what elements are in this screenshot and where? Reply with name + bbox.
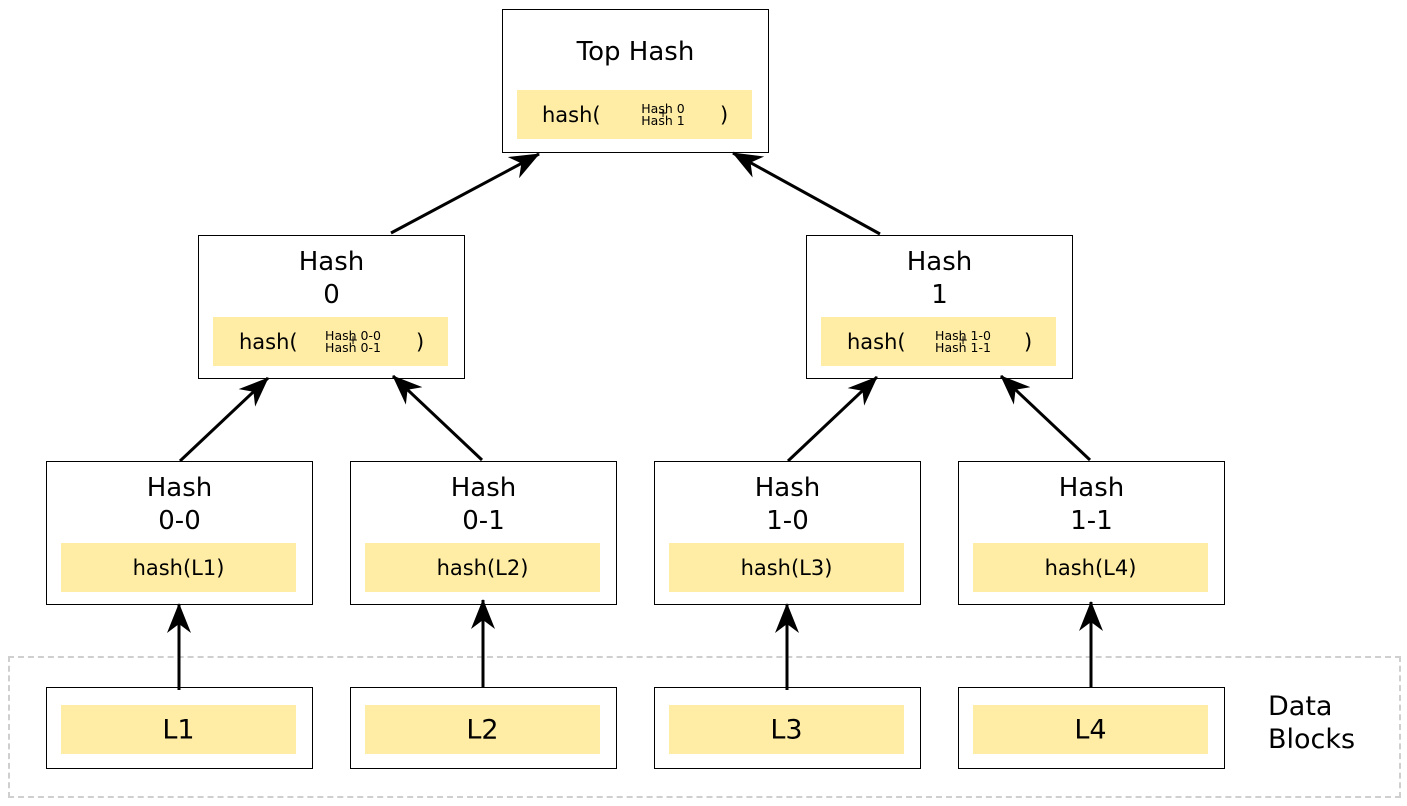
top-hash-operand-b: Hash 1 xyxy=(641,112,685,128)
hash-1-formula: hash( Hash 1-0 + Hash 1-1 ) xyxy=(821,317,1056,366)
arrow-hash-1-0-to-hash-1 xyxy=(786,375,879,463)
hash-1-1-formula: hash(L4) xyxy=(973,543,1208,592)
hash-1-1-title-line2: 1-1 xyxy=(1070,506,1113,536)
data-block-l4: L4 xyxy=(958,687,1225,769)
hash-0-node: Hash 0 hash( Hash 0-0 + Hash 0-1 ) xyxy=(198,235,465,379)
top-hash-formula: hash( Hash 0 + Hash 1 ) xyxy=(517,90,752,139)
data-block-l3-label: L3 xyxy=(770,714,803,745)
hash-0-0-title-line2: 0-0 xyxy=(158,506,201,536)
data-block-l1: L1 xyxy=(46,687,313,769)
hash-1-1-title-line1: Hash xyxy=(1058,473,1125,503)
arrow-hash-0-to-top-hash xyxy=(390,152,540,235)
hash-0-operand-b: Hash 0-1 xyxy=(325,339,381,355)
hash-1-title-line1: Hash xyxy=(906,247,973,277)
data-block-l4-label: L4 xyxy=(1074,714,1107,745)
arrow-hash-1-1-to-hash-1 xyxy=(999,374,1092,462)
hash-1-0-formula: hash(L3) xyxy=(669,543,904,592)
hash-0-1-title-line2: 0-1 xyxy=(462,506,505,536)
top-hash-operand-a: Hash 0 xyxy=(641,100,685,116)
data-blocks-label-line2: Blocks xyxy=(1268,724,1356,755)
hash-0-1-node: Hash 0-1 hash(L2) xyxy=(350,461,617,605)
data-blocks-label: Data Blocks xyxy=(1268,690,1355,756)
hash-0-operands: Hash 0-0 + Hash 0-1 xyxy=(317,327,389,355)
hash-1-0-title-line2: 1-0 xyxy=(766,506,809,536)
data-block-l2: L2 xyxy=(350,687,617,769)
hash-0-1-title-line1: Hash xyxy=(450,473,517,503)
data-blocks-label-line1: Data xyxy=(1268,691,1333,722)
hash-0-1-formula-text: hash(L2) xyxy=(436,555,529,580)
arrow-hash-1-to-top-hash xyxy=(732,151,881,236)
data-block-l4-fill: L4 xyxy=(973,705,1208,754)
data-block-l3: L3 xyxy=(654,687,921,769)
hash-1-close: ) xyxy=(1024,329,1033,354)
hash-0-1-formula: hash(L2) xyxy=(365,543,600,592)
hash-1-1-node: Hash 1-1 hash(L4) xyxy=(958,461,1225,605)
data-block-l2-label: L2 xyxy=(466,714,499,745)
data-block-l1-label: L1 xyxy=(162,714,195,745)
top-hash-node: Top Hash hash( Hash 0 + Hash 1 ) xyxy=(502,9,769,153)
hash-1-operands: Hash 1-0 + Hash 1-1 xyxy=(927,327,999,355)
hash-1-0-node: Hash 1-0 hash(L3) xyxy=(654,461,921,605)
arrow-hash-0-0-to-hash-0 xyxy=(178,376,270,463)
hash-0-0-formula: hash(L1) xyxy=(61,543,296,592)
hash-1-fn: hash( xyxy=(847,329,906,354)
hash-1-0-title-line1: Hash xyxy=(754,473,821,503)
hash-1-1-formula-text: hash(L4) xyxy=(1044,555,1137,580)
hash-0-title-line2: 0 xyxy=(323,280,340,310)
hash-0-0-node: Hash 0-0 hash(L1) xyxy=(46,461,313,605)
hash-0-operand-a: Hash 0-0 xyxy=(325,327,381,343)
hash-0-close: ) xyxy=(416,329,425,354)
top-hash-fn: hash( xyxy=(542,102,601,127)
hash-1-title-line2: 1 xyxy=(931,280,948,310)
data-block-l2-fill: L2 xyxy=(365,705,600,754)
arrow-hash-0-1-to-hash-0 xyxy=(391,374,484,462)
hash-0-0-title-line1: Hash xyxy=(146,473,213,503)
top-hash-close: ) xyxy=(720,102,729,127)
data-block-l1-fill: L1 xyxy=(61,705,296,754)
hash-0-0-formula-text: hash(L1) xyxy=(132,555,225,580)
hash-0-fn: hash( xyxy=(239,329,298,354)
top-hash-title: Top Hash xyxy=(576,37,695,67)
hash-1-0-formula-text: hash(L3) xyxy=(740,555,833,580)
hash-1-operand-b: Hash 1-1 xyxy=(935,339,991,355)
top-hash-operands: Hash 0 + Hash 1 xyxy=(631,100,695,128)
hash-0-formula: hash( Hash 0-0 + Hash 0-1 ) xyxy=(213,317,448,366)
data-block-l3-fill: L3 xyxy=(669,705,904,754)
hash-1-node: Hash 1 hash( Hash 1-0 + Hash 1-1 ) xyxy=(806,235,1073,379)
hash-1-operand-a: Hash 1-0 xyxy=(935,327,991,343)
hash-0-title-line1: Hash xyxy=(298,247,365,277)
data-blocks-region xyxy=(8,656,1401,798)
